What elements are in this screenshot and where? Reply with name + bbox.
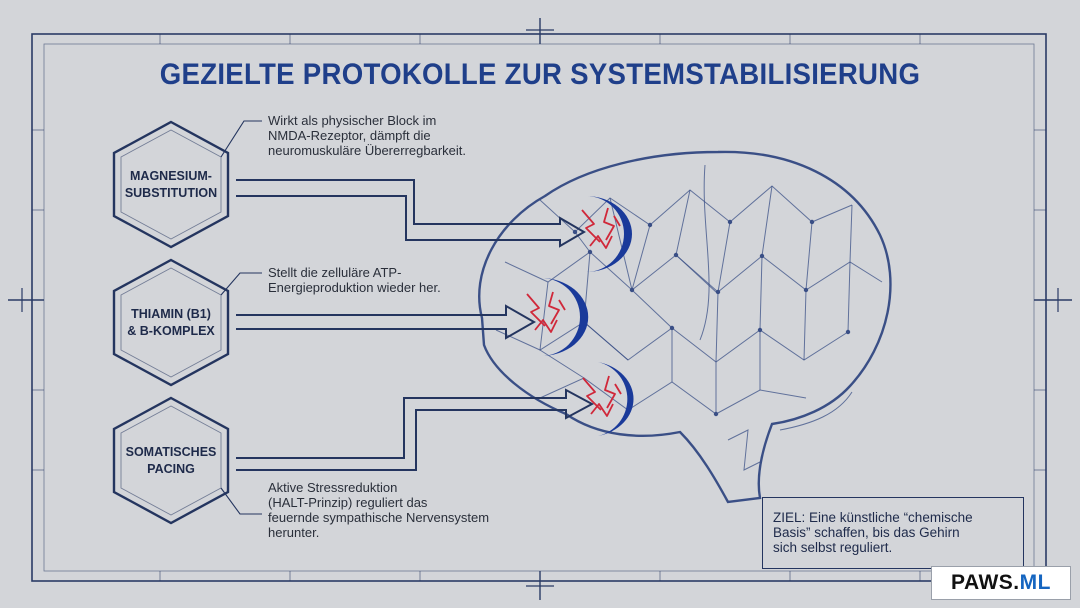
logo-main: PAWS. (951, 571, 1020, 594)
hexagon-label-magnesium: MAGNESIUM- SUBSTITUTION (111, 168, 231, 202)
hexagon-thiamin (112, 258, 230, 387)
spark-icon (582, 375, 622, 417)
goal-box: ZIEL: Eine künstliche “chemische Basis” … (762, 497, 1024, 569)
goal-line: Basis” schaffen, bis das Gehirn (773, 525, 960, 540)
description-magnesium: Wirkt als physischer Block im NMDA-Rezep… (268, 113, 466, 158)
description-line: (HALT-Prinzip) reguliert das (268, 495, 428, 510)
hexagon-label-line: PACING (147, 462, 195, 476)
receptor-crescents (541, 196, 634, 436)
arrow-icon (236, 388, 595, 471)
arrow-icon (236, 304, 537, 340)
hexagon-pacing (112, 396, 230, 525)
sparks (526, 207, 622, 417)
description-line: neuromuskuläre Übererregbarkeit. (268, 143, 466, 158)
leader-lines (220, 120, 262, 515)
arrows (236, 179, 595, 471)
description-line: herunter. (268, 525, 320, 540)
paws-ml-logo: PAWS.ML (931, 566, 1071, 600)
description-pacing: Aktive Stressreduktion (HALT-Prinzip) re… (268, 480, 489, 540)
description-line: Aktive Stressreduktion (268, 480, 398, 495)
hexagon-label-line: SOMATISCHES (125, 445, 217, 459)
description-line: Energieproduktion wieder her. (268, 280, 441, 295)
hexagon-label-line: & B-KOMPLEX (127, 324, 215, 338)
hexagon-label-pacing: SOMATISCHES PACING (111, 444, 231, 478)
description-line: feuernde sympathische Nervensystem (268, 510, 490, 525)
page-title: GEZIELTE PROTOKOLLE ZUR SYSTEMSTABILISIE… (159, 58, 921, 91)
goal-line: ZIEL: Eine künstliche “chemische (773, 510, 973, 525)
brain-illustration (478, 150, 892, 504)
spark-icon (581, 207, 621, 249)
spark-icon (526, 291, 566, 333)
goal-line: sich selbst reguliert. (773, 540, 893, 555)
description-line: Stellt die zelluläre ATP- (268, 265, 402, 280)
hexagon-label-line: SUBSTITUTION (124, 186, 218, 200)
description-thiamin: Stellt die zelluläre ATP- Energieprodukt… (268, 265, 441, 295)
logo-accent: ML (1019, 571, 1051, 594)
description-line: NMDA-Rezeptor, dämpft die (268, 128, 431, 143)
arrow-icon (236, 179, 586, 248)
blueprint-frame (8, 18, 1072, 600)
hexagon-label-thiamin: THIAMIN (B1) & B-KOMPLEX (111, 306, 231, 340)
hexagon-label-line: THIAMIN (B1) (131, 307, 211, 321)
description-line: Wirkt als physischer Block im (268, 113, 437, 128)
hexagon-magnesium (112, 120, 230, 249)
hexagon-label-line: MAGNESIUM- (130, 169, 212, 183)
protocol-hexagons (112, 120, 230, 525)
